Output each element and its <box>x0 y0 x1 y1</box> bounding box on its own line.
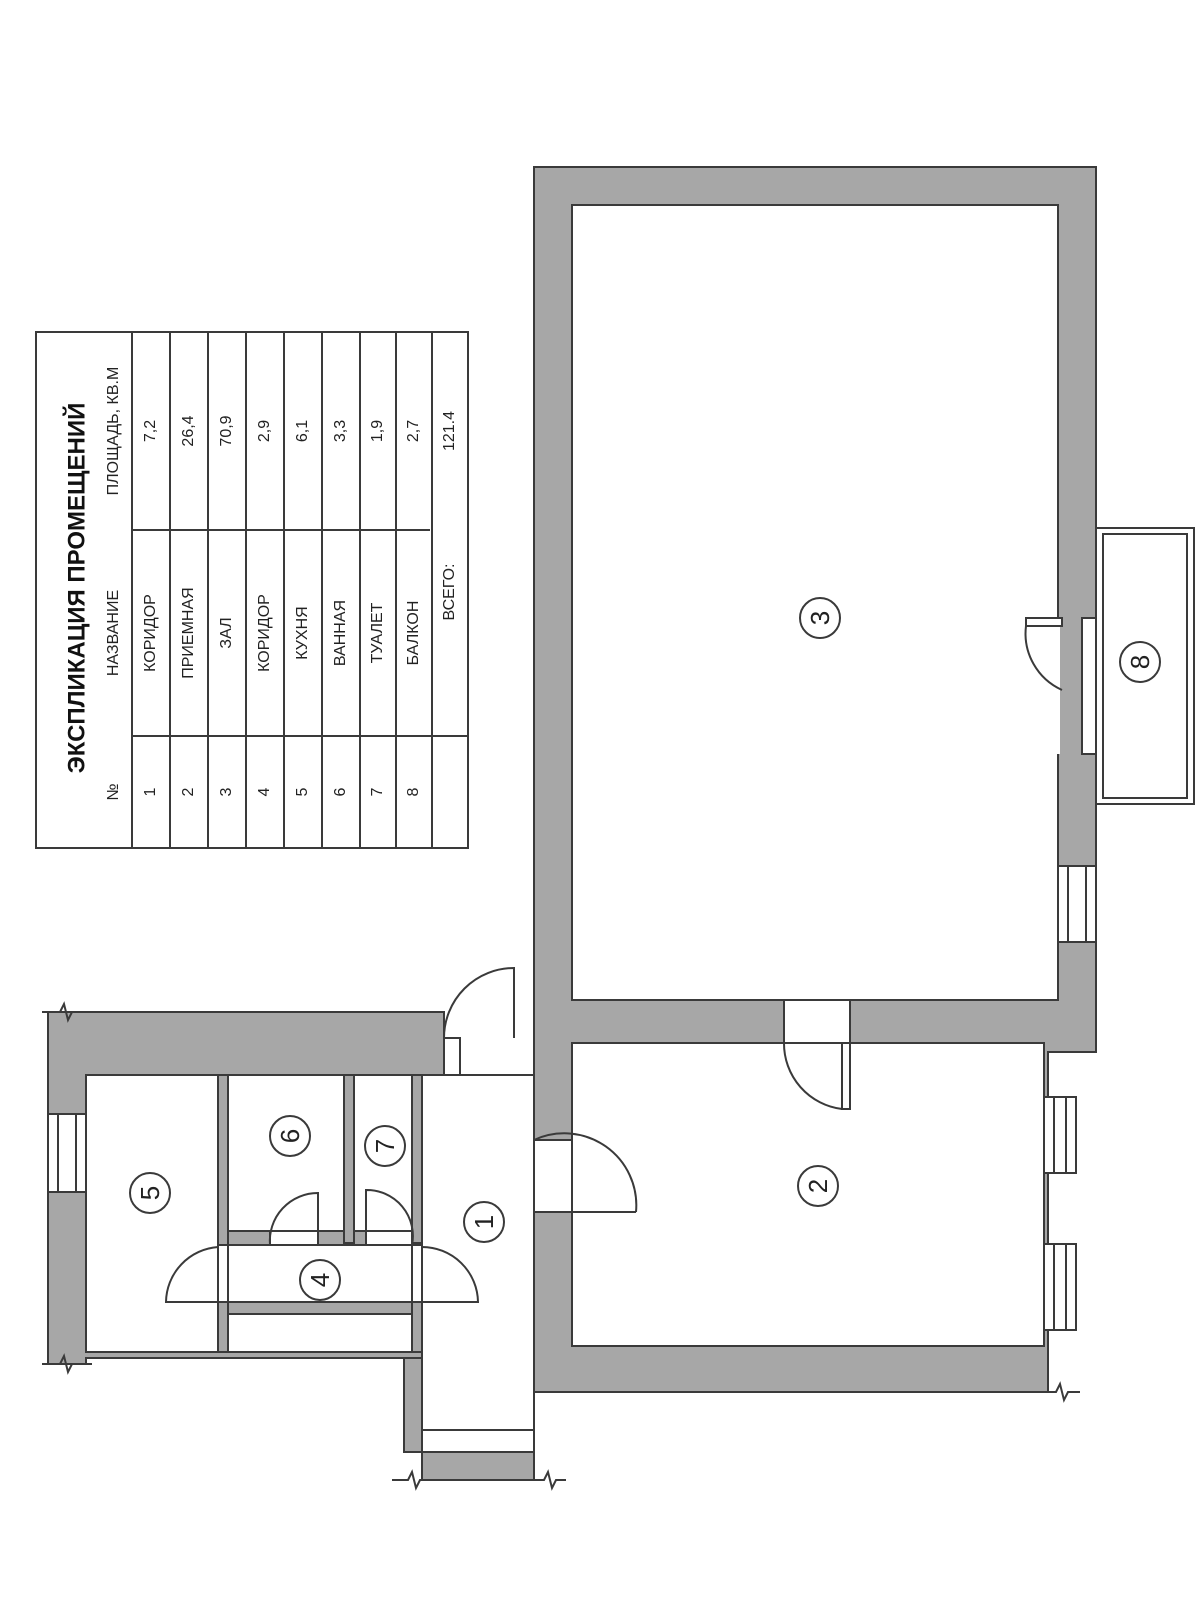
header-area: ПЛОЩАДЬ, КВ.М <box>105 367 122 496</box>
row-area: 3,3 <box>332 420 349 442</box>
row-number: 6 <box>332 787 349 796</box>
row-name: ТУАЛЕТ <box>369 602 386 663</box>
row-number: 5 <box>294 787 311 796</box>
break-marks <box>42 1001 1080 1491</box>
room-number-label: 7 <box>370 1139 400 1153</box>
room-badge-7: 7 <box>364 1125 406 1167</box>
row-area: 70,9 <box>218 415 235 446</box>
header-number: № <box>105 783 122 800</box>
room-number-label: 5 <box>135 1186 165 1200</box>
room-number-label: 3 <box>805 611 835 625</box>
room-badge-3: 3 <box>799 597 841 639</box>
door-bath <box>268 1191 319 1246</box>
window <box>1043 1243 1077 1331</box>
main-block-walls <box>533 166 1097 1393</box>
balcony <box>1081 527 1195 805</box>
room-number-label: 4 <box>305 1273 335 1287</box>
row-name: ПРИЕМНАЯ <box>180 587 197 678</box>
table-title: ЭКСПЛИКАЦИЯ ПРОМЕЩЕНИЙ <box>62 403 90 774</box>
left-block-walls <box>47 1011 445 1365</box>
row-number: 3 <box>218 787 235 796</box>
entrance-door <box>443 966 515 1076</box>
room-number-label: 8 <box>1125 655 1155 669</box>
room-number-label: 1 <box>469 1215 499 1229</box>
row-name: КУХНЯ <box>294 606 311 659</box>
row-area: 2,9 <box>256 420 273 442</box>
room-badge-2: 2 <box>797 1165 839 1207</box>
row-number: 4 <box>256 787 273 796</box>
window <box>47 1113 87 1193</box>
row-name: КОРИДОР <box>142 594 159 672</box>
row-number: 1 <box>142 787 159 796</box>
row-number: 8 <box>405 787 422 796</box>
corridor-walls <box>403 1042 638 1481</box>
room-1 <box>421 1074 535 1453</box>
row-area: 2,7 <box>405 420 422 442</box>
door-corridor-4 <box>411 1244 480 1303</box>
door-hall-reception <box>782 999 851 1110</box>
total-label: ВСЕГО: <box>441 563 458 620</box>
balcony-door <box>1024 617 1063 691</box>
window <box>1057 865 1097 943</box>
row-area: 26,4 <box>180 415 197 446</box>
row-name: ЗАЛ <box>218 617 235 648</box>
room-badge-1: 1 <box>463 1201 505 1243</box>
room-badge-4: 4 <box>299 1259 341 1301</box>
explication-table: ЭКСПЛИКАЦИЯ ПРОМЕЩЕНИЙ № НАЗВАНИЕ ПЛОЩАД… <box>35 331 469 849</box>
room-badge-5: 5 <box>129 1172 171 1214</box>
row-area: 6,1 <box>294 420 311 442</box>
room-number-label: 6 <box>275 1129 305 1143</box>
row-name: КОРИДОР <box>256 594 273 672</box>
row-area: 1,9 <box>369 420 386 442</box>
room-badge-8: 8 <box>1119 641 1161 683</box>
header-name: НАЗВАНИЕ <box>105 590 122 676</box>
row-number: 2 <box>180 787 197 796</box>
total-value: 121.4 <box>441 411 458 451</box>
door-kitchen <box>164 1244 229 1303</box>
row-name: ВАННАЯ <box>332 600 349 666</box>
row-number: 7 <box>369 787 386 796</box>
room-number-label: 2 <box>803 1179 833 1193</box>
row-area: 7,2 <box>142 420 159 442</box>
door-toilet <box>365 1188 414 1246</box>
row-name: БАЛКОН <box>405 601 422 666</box>
window <box>1043 1096 1077 1174</box>
room-badge-6: 6 <box>269 1115 311 1157</box>
